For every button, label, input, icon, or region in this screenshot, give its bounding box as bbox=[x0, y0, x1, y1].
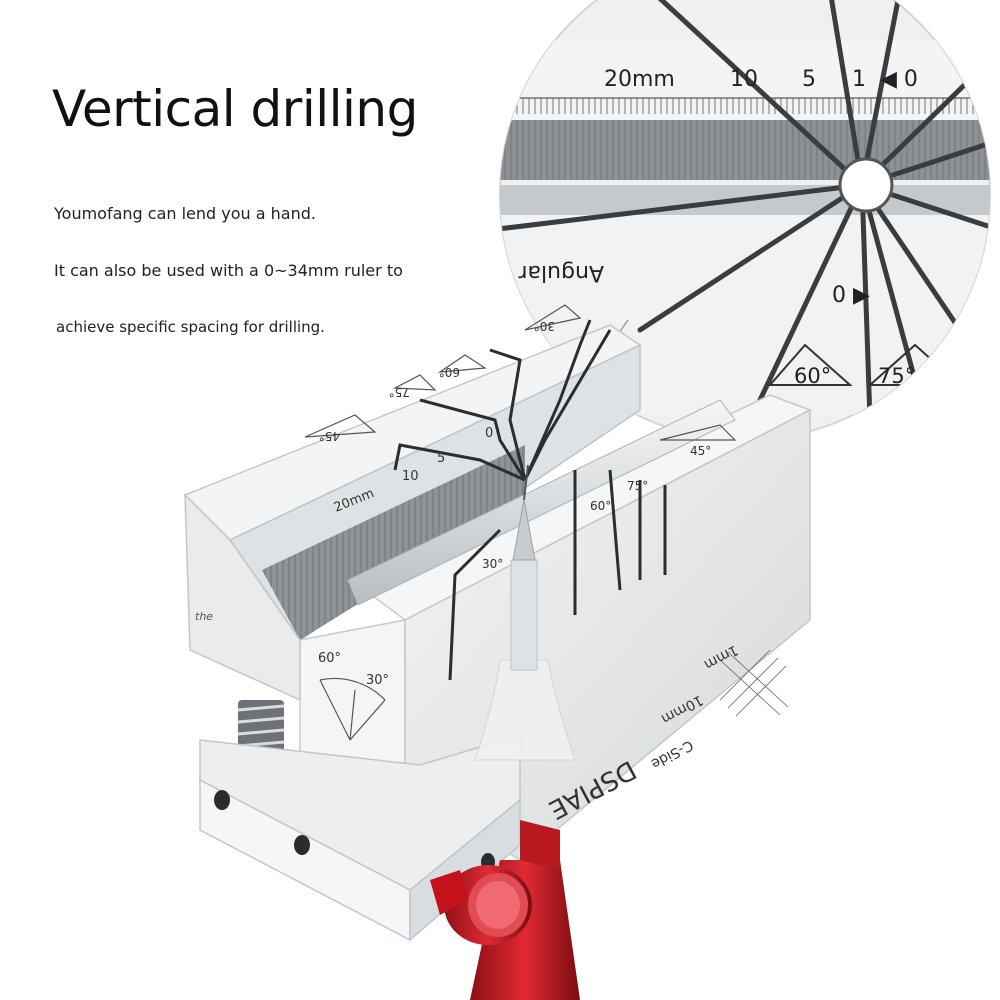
jig-angle-guides bbox=[393, 319, 667, 681]
zoom-label-10: 10 bbox=[730, 67, 758, 92]
jig-label-60-right: 60° bbox=[590, 499, 611, 513]
crosshatch-grid bbox=[719, 649, 789, 717]
zoom-magnifier: 20mm 10 5 1 ◀ 0 0 ▶ Angular cut 60° 75° bbox=[476, 0, 991, 461]
body-line-1: Youmofang can lend you a hand. bbox=[54, 204, 316, 223]
jig-label-30-top: 30° bbox=[534, 319, 555, 333]
pivot-hole bbox=[838, 157, 894, 213]
zoom-label-angular-cut: Angular cut bbox=[476, 260, 604, 285]
side-label-60: 60° bbox=[318, 651, 341, 666]
mount-hole-1 bbox=[214, 790, 230, 810]
headline: Vertical drilling bbox=[52, 80, 418, 138]
zoom-label-60: 60° bbox=[794, 364, 831, 388]
side-protractor bbox=[319, 677, 386, 741]
jig-label-45-right: 45° bbox=[690, 444, 711, 458]
jig-label-75-top: 75° bbox=[389, 385, 410, 399]
jig-label-30-right: 30° bbox=[482, 557, 503, 571]
red-knob[interactable] bbox=[444, 865, 532, 945]
jig-label-60-top: 60° bbox=[439, 365, 460, 379]
zoom-label-75: 75° bbox=[878, 364, 915, 388]
side-label-30: 30° bbox=[366, 673, 389, 688]
jig-label-0: 0 bbox=[485, 426, 493, 441]
mount-hole-2 bbox=[294, 835, 310, 855]
side-label-the: the bbox=[195, 610, 213, 623]
zoom-label-1: 1 bbox=[852, 67, 866, 92]
jig-label-10: 10 bbox=[402, 469, 419, 484]
zoom-label-5: 5 bbox=[802, 67, 816, 92]
jig-label-45-left: 45° bbox=[319, 429, 340, 443]
zoom-label-20mm: 20mm bbox=[604, 67, 675, 92]
zoom-label-0-top: ◀ 0 bbox=[880, 67, 918, 92]
jig-label-75-right: 75° bbox=[627, 479, 648, 493]
jig-label-5: 5 bbox=[437, 451, 445, 466]
body-line-2: It can also be used with a 0~34mm ruler … bbox=[54, 261, 403, 280]
body-line-3: achieve specific spacing for drilling. bbox=[56, 318, 325, 336]
zoom-label-0-bottom: 0 ▶ bbox=[832, 283, 870, 308]
